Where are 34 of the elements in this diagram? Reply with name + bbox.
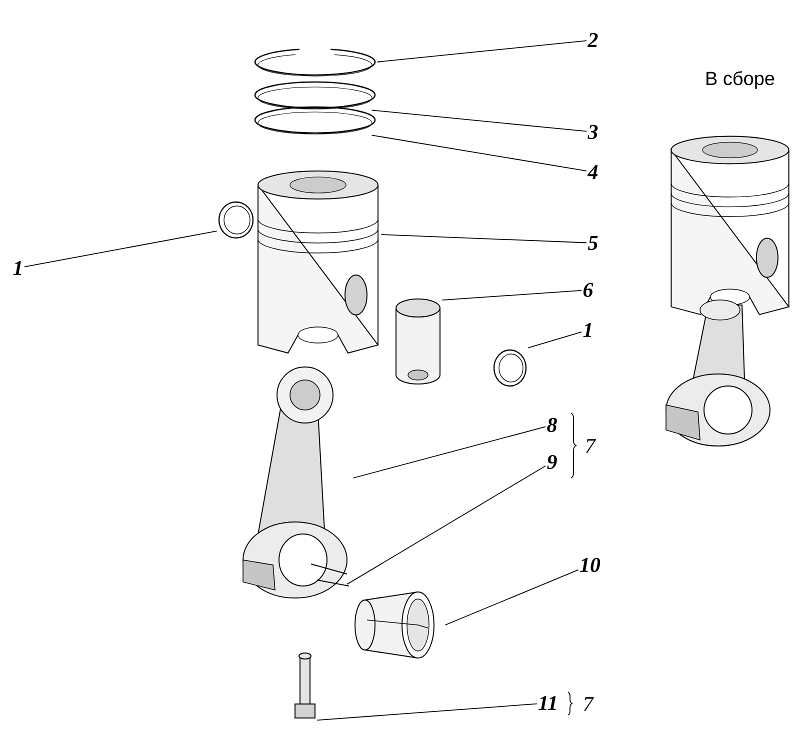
connecting-rod-drawing [242, 366, 348, 598]
leader-line [371, 134, 587, 172]
callout-number: 8 [547, 418, 557, 432]
bushing-drawing [354, 591, 434, 659]
callout-number: 2 [588, 33, 598, 47]
group-number: 7 [586, 439, 596, 453]
leader-line [444, 569, 579, 626]
callout-number: 1 [13, 261, 22, 275]
leader-line [316, 703, 538, 721]
piston-pin-drawing [396, 298, 440, 384]
piston-ring-drawing [254, 48, 376, 76]
leader-line [442, 290, 582, 301]
callout-number: 3 [588, 124, 598, 140]
callout-number: 5 [588, 236, 598, 250]
leader-line [376, 40, 587, 62]
leader-line [346, 465, 546, 585]
callout-number: 1 [583, 323, 592, 337]
leader-line [380, 234, 587, 244]
snap-ring-drawing [493, 349, 527, 387]
piston-ring-drawing [254, 106, 376, 134]
leader-line [528, 331, 582, 348]
group-number: 7 [584, 697, 594, 711]
callout-number: 9 [547, 454, 557, 470]
callout-number: 4 [587, 165, 598, 179]
callout-number: 11 [538, 696, 556, 710]
bolt-drawing [294, 652, 316, 718]
bearing-shell-drawing [310, 564, 350, 586]
leader-line [352, 426, 546, 478]
snap-ring-drawing [218, 201, 254, 239]
caption: В сборе [706, 71, 774, 89]
callout-number: 10 [580, 558, 600, 572]
callout-number: 6 [583, 282, 594, 298]
piston-ring-drawing [254, 81, 376, 110]
leader-line [24, 230, 218, 268]
